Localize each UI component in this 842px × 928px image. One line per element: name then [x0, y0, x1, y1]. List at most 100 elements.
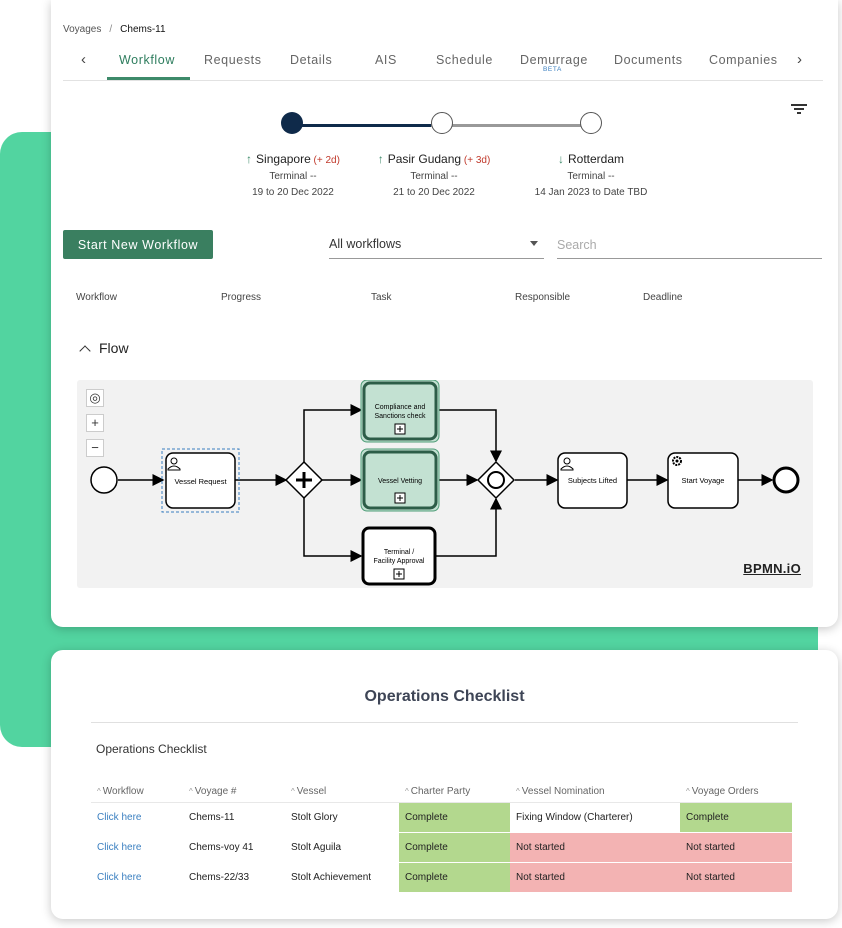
- start-event[interactable]: [90, 466, 118, 494]
- status-cell: Fixing Window (Charterer): [510, 802, 680, 833]
- filter-icon[interactable]: [791, 102, 807, 116]
- expand-subprocess-icon[interactable]: [394, 423, 406, 435]
- column-header-workflow[interactable]: Workflow: [76, 292, 117, 303]
- cell-voyage: Chems-11: [183, 802, 285, 833]
- zoom-in-button[interactable]: +: [86, 414, 104, 432]
- status-cell: Not started: [510, 862, 680, 893]
- task-terminal-approval[interactable]: [361, 526, 437, 586]
- status-cell: Complete: [399, 862, 510, 893]
- task-start-voyage-label: Start Voyage: [682, 476, 725, 485]
- workflow-filter-select[interactable]: All workflows: [329, 232, 544, 259]
- task-vessel-request-label: Vessel Request: [174, 477, 227, 486]
- click-here-link[interactable]: Click here: [91, 802, 183, 833]
- expand-subprocess-icon[interactable]: [393, 568, 405, 580]
- checklist-title: Operations Checklist: [364, 688, 525, 705]
- operations-checklist-card: Operations Checklist Operations Checklis…: [51, 650, 838, 919]
- stepper-dot-pasir-gudang[interactable]: [431, 112, 453, 134]
- header-workflow[interactable]: ^Workflow: [91, 780, 183, 803]
- bpmn-diagram[interactable]: ◎ + −: [77, 380, 813, 588]
- chevron-right-icon[interactable]: ›: [797, 51, 802, 68]
- port-rotterdam: ↓Rotterdam Terminal -- 14 Jan 2023 to Da…: [534, 152, 648, 198]
- status-cell: Complete: [399, 802, 510, 833]
- gear-icon: [672, 456, 682, 466]
- column-header-progress[interactable]: Progress: [221, 292, 262, 303]
- task-vessel-vetting[interactable]: [362, 450, 438, 510]
- user-icon: [560, 457, 574, 471]
- stepper-line-done: [291, 124, 431, 127]
- checklist-subtitle: Operations Checklist: [96, 742, 207, 756]
- breadcrumb-current: Chems-11: [120, 24, 166, 35]
- end-event[interactable]: [772, 466, 800, 494]
- flow-section-toggle[interactable]: Flow: [79, 340, 129, 357]
- table-row: Click here Chems-22/33 Stolt Achievement…: [91, 862, 792, 893]
- checklist-table: ^Workflow ^Voyage # ^Vessel ^Charter Par…: [91, 780, 792, 893]
- arrow-up-icon: ↑: [377, 152, 384, 166]
- task-compliance-label-1: Compliance and: [375, 404, 426, 411]
- cell-vessel: Stolt Aguila: [285, 832, 399, 863]
- tab-schedule[interactable]: Schedule: [436, 53, 493, 67]
- status-cell: Complete: [399, 832, 510, 863]
- column-header-deadline[interactable]: Deadline: [643, 292, 683, 303]
- port-singapore: ↑Singapore (+ 2d) Terminal -- 19 to 20 D…: [246, 152, 340, 198]
- bpmn-canvas: Vessel Request Compliance and Sanctions …: [90, 380, 800, 586]
- task-vessel-request[interactable]: [165, 452, 236, 509]
- start-new-workflow-button[interactable]: Start New Workflow: [63, 230, 213, 259]
- cell-voyage: Chems-voy 41: [183, 832, 285, 863]
- task-terminal-label-1: Terminal /: [384, 549, 414, 556]
- inclusive-gateway[interactable]: [476, 460, 516, 500]
- recenter-icon[interactable]: ◎: [86, 389, 104, 407]
- tab-demurrage[interactable]: Demurrage: [520, 53, 588, 67]
- cell-vessel: Stolt Glory: [285, 802, 399, 833]
- plus-icon: [296, 472, 312, 488]
- header-voyage-orders[interactable]: ^Voyage Orders: [680, 780, 792, 803]
- workflow-card: Voyages/Chems-11 ‹ Workflow Requests Det…: [51, 0, 838, 627]
- tab-documents[interactable]: Documents: [614, 53, 683, 67]
- task-start-voyage[interactable]: [667, 452, 739, 509]
- tab-requests[interactable]: Requests: [204, 53, 262, 67]
- task-subjects-lifted-label: Subjects Lifted: [568, 476, 617, 485]
- task-terminal-label-2: Facility Approval: [374, 558, 425, 565]
- task-subjects-lifted[interactable]: [557, 452, 628, 509]
- zoom-out-button[interactable]: −: [86, 439, 104, 457]
- header-vessel[interactable]: ^Vessel: [285, 780, 399, 803]
- arrow-down-icon: ↓: [557, 152, 564, 166]
- status-cell: Not started: [680, 862, 792, 893]
- table-row: Click here Chems-11 Stolt Glory Complete…: [91, 802, 792, 833]
- caret-down-icon: [530, 241, 538, 246]
- click-here-link[interactable]: Click here: [91, 832, 183, 863]
- divider: [91, 722, 798, 723]
- tab-bar: ‹ Workflow Requests Details AIS Schedule…: [63, 44, 823, 81]
- tab-details[interactable]: Details: [290, 53, 333, 67]
- chevron-left-icon[interactable]: ‹: [81, 51, 86, 68]
- chevron-up-icon: [79, 345, 91, 357]
- stepper-dot-singapore[interactable]: [281, 112, 303, 134]
- arrow-up-icon: ↑: [246, 152, 253, 166]
- beta-badge: BETA: [543, 66, 562, 73]
- click-here-link[interactable]: Click here: [91, 862, 183, 893]
- breadcrumb-voyages[interactable]: Voyages: [63, 24, 102, 35]
- stepper-line-pending: [431, 124, 586, 127]
- tab-workflow[interactable]: Workflow: [119, 53, 175, 67]
- header-vessel-nomination[interactable]: ^Vessel Nomination: [510, 780, 680, 803]
- header-voyage[interactable]: ^Voyage #: [183, 780, 285, 803]
- column-header-task[interactable]: Task: [371, 292, 392, 303]
- cell-voyage: Chems-22/33: [183, 862, 285, 893]
- stepper-dot-rotterdam[interactable]: [580, 112, 602, 134]
- task-compliance[interactable]: [362, 381, 438, 441]
- header-charter-party[interactable]: ^Charter Party: [399, 780, 510, 803]
- voyage-progress-stepper: [279, 111, 609, 141]
- breadcrumb: Voyages/Chems-11: [63, 24, 166, 35]
- expand-subprocess-icon[interactable]: [394, 492, 406, 504]
- port-pasir-gudang: ↑Pasir Gudang (+ 3d) Terminal -- 21 to 2…: [377, 152, 491, 198]
- tab-ais[interactable]: AIS: [375, 53, 397, 67]
- table-row: Click here Chems-voy 41 Stolt Aguila Com…: [91, 832, 792, 863]
- search-input[interactable]: [557, 232, 822, 259]
- tab-companies[interactable]: Companies: [709, 53, 778, 67]
- bpmn-io-logo[interactable]: BPMN.iO: [743, 561, 801, 576]
- task-vessel-vetting-label: Vessel Vetting: [378, 478, 422, 485]
- status-cell: Complete: [680, 802, 792, 833]
- status-cell: Not started: [680, 832, 792, 863]
- task-compliance-label-2: Sanctions check: [375, 413, 426, 420]
- user-icon: [167, 457, 181, 471]
- column-header-responsible[interactable]: Responsible: [515, 292, 571, 303]
